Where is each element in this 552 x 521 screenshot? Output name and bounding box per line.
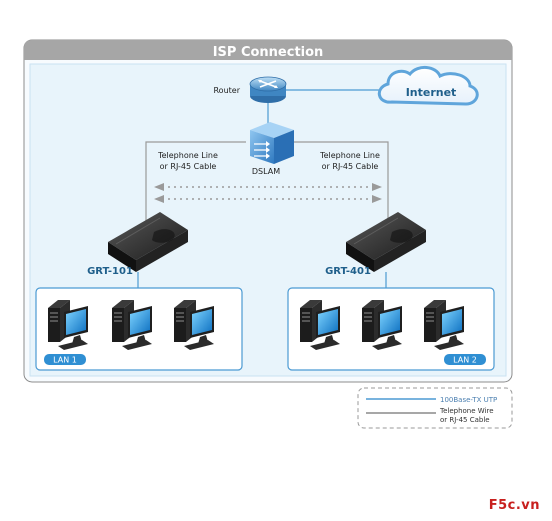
left-line-label-2: or RJ-45 Cable bbox=[160, 162, 217, 171]
legend-utp-label: 100Base-TX UTP bbox=[440, 396, 497, 404]
dslam-label: DSLAM bbox=[252, 167, 280, 176]
title-bar bbox=[24, 40, 512, 60]
watermark-logo: F5c.vn bbox=[488, 498, 540, 513]
right-telephone-line bbox=[292, 141, 389, 224]
grt-401-label: GRT-401 bbox=[325, 266, 371, 277]
right-line-label-1: Telephone Line bbox=[319, 151, 380, 160]
lan-2-badge bbox=[444, 354, 486, 365]
internet-label: Internet bbox=[406, 86, 457, 99]
arrow-heads bbox=[154, 183, 382, 203]
left-line-label-1: Telephone Line bbox=[157, 151, 218, 160]
lan-1-label: LAN 1 bbox=[53, 356, 77, 365]
right-line-label-2: or RJ-45 Cable bbox=[322, 162, 379, 171]
dslam-icon bbox=[250, 122, 294, 164]
legend-box bbox=[357, 387, 513, 429]
legend-wire-label-1: Telephone Wire bbox=[439, 407, 494, 415]
lan-2-label: LAN 2 bbox=[453, 356, 477, 365]
router-label: Router bbox=[213, 86, 240, 95]
lan-1-badge bbox=[44, 354, 86, 365]
router-icon bbox=[249, 76, 287, 103]
legend-wire-label-2: or RJ-45 Cable bbox=[440, 416, 490, 424]
diagram-title: ISP Connection bbox=[213, 45, 324, 60]
grt-101-label: GRT-101 bbox=[87, 266, 133, 277]
left-telephone-line bbox=[145, 141, 246, 224]
internet-cloud-icon bbox=[377, 66, 479, 106]
